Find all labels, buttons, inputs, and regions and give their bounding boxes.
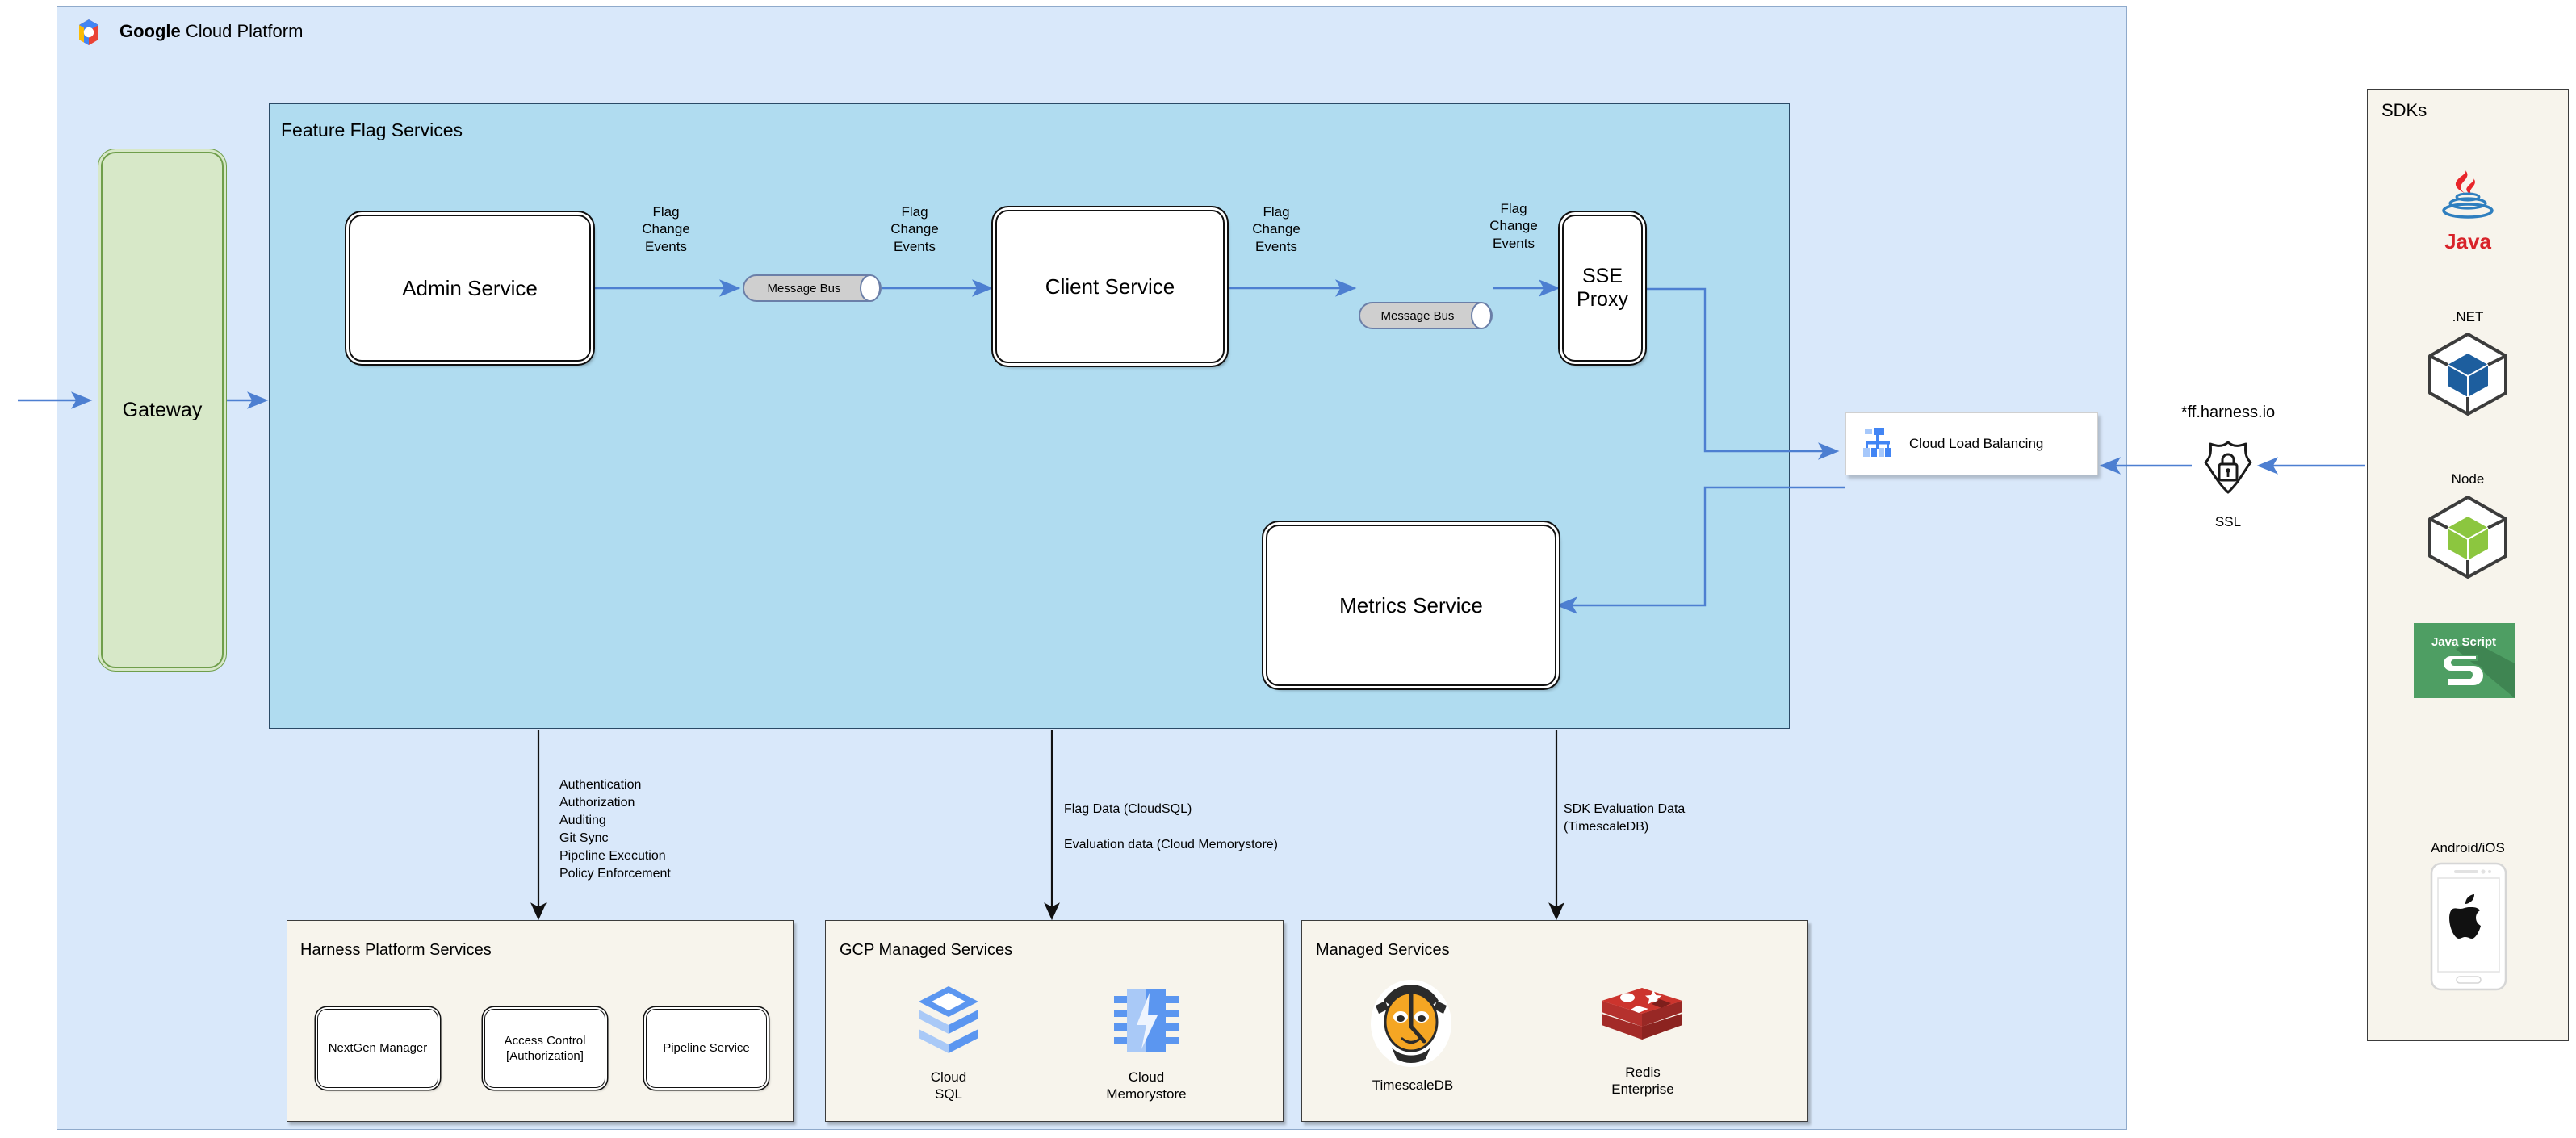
nextgen-manager-node[interactable]: NextGen Manager (317, 1009, 438, 1088)
access-control-label: Access Control [Authorization] (504, 1033, 586, 1064)
access-control-node[interactable]: Access Control [Authorization] (484, 1009, 605, 1088)
redis-enterprise-label: Redis Enterprise (1611, 1065, 1674, 1098)
feature-flag-services-panel (269, 103, 1790, 729)
pipeline-service-node[interactable]: Pipeline Service (646, 1009, 767, 1088)
metrics-service-node[interactable]: Metrics Service (1266, 525, 1556, 686)
edge-label-client-to-bus2: Flag Change Events (1252, 204, 1301, 254)
note-sdk-evaluation: SDK Evaluation Data (TimescaleDB) (1564, 802, 1686, 835)
sse-proxy-node[interactable]: SSE Proxy (1562, 215, 1643, 362)
cloud-sql-label: Cloud SQL (930, 1069, 967, 1102)
timescaledb-label: TimescaleDB (1372, 1077, 1454, 1093)
sdk-dotnet-label: .NET (2452, 309, 2484, 324)
message-bus-1-label: Message Bus (767, 281, 841, 295)
gateway-label: Gateway (122, 398, 203, 421)
cloud-memorystore-icon (1109, 983, 1183, 1062)
google-cloud-logo-icon (73, 18, 105, 47)
java-logo-icon (2415, 165, 2520, 238)
ssl-domain-label: *ff.harness.io (2180, 404, 2276, 421)
admin-service-label: Admin Service (402, 275, 538, 300)
gcp-managed-services-title: GCP Managed Services (840, 941, 1013, 959)
harness-platform-services-title: Harness Platform Services (300, 941, 492, 959)
sdks-panel-title: SDKs (2381, 100, 2427, 120)
note-flag-data: Flag Data (CloudSQL) Evaluation data (Cl… (1064, 802, 1279, 852)
sse-proxy-label: SSE Proxy (1577, 264, 1628, 312)
svg-text:Java Script: Java Script (2431, 635, 2496, 649)
cloud-memorystore-label: Cloud Memorystore (1106, 1069, 1187, 1102)
nextgen-manager-label: NextGen Manager (328, 1041, 428, 1056)
note-harness-platform: Authentication Authorization Auditing Gi… (559, 778, 671, 881)
sdk-java-label: Java (2444, 229, 2491, 253)
client-service-label: Client Service (1045, 274, 1175, 299)
ssl-caption: SSL (2214, 514, 2242, 529)
managed-services-title: Managed Services (1316, 941, 1450, 959)
timescaledb-tiger-logo-icon (1364, 977, 1458, 1070)
sdk-mobile-label: Android/iOS (2431, 840, 2505, 856)
message-bus-2-label: Message Bus (1380, 308, 1455, 323)
gcp-title-rest: Cloud Platform (180, 21, 304, 41)
javascript-logo-icon: Java Script (2414, 623, 2515, 698)
group-gcp-managed-services (825, 920, 1284, 1122)
edge-label-bus1-to-client: Flag Change Events (890, 204, 939, 254)
gcp-panel-title: Google Cloud Platform (119, 21, 303, 42)
node-cube-icon (2422, 492, 2514, 581)
redis-logo-icon (1598, 983, 1686, 1057)
feature-flag-services-title: Feature Flag Services (281, 119, 463, 140)
ssl-shield-lock-icon (2202, 440, 2254, 495)
metrics-service-label: Metrics Service (1339, 592, 1483, 617)
gateway-node[interactable]: Gateway (101, 152, 224, 668)
edge-label-bus2-to-sse: Flag Change Events (1489, 201, 1538, 251)
admin-service-node[interactable]: Admin Service (349, 215, 591, 362)
message-bus-1-node[interactable]: Message Bus (743, 274, 882, 302)
cloud-load-balancing-icon (1861, 427, 1893, 462)
apple-phone-icon (2430, 862, 2507, 991)
sdk-node-label: Node (2451, 471, 2485, 487)
pipeline-service-label: Pipeline Service (663, 1041, 750, 1056)
cloud-load-balancing-card[interactable]: Cloud Load Balancing (1845, 412, 2098, 475)
gcp-title-bold: Google (119, 21, 181, 41)
message-bus-2-node[interactable]: Message Bus (1359, 302, 1493, 329)
cloud-load-balancing-label: Cloud Load Balancing (1909, 436, 2044, 451)
dotnet-cube-icon (2422, 329, 2514, 418)
cloud-sql-icon (914, 983, 983, 1062)
edge-label-admin-to-bus1: Flag Change Events (642, 204, 690, 254)
client-service-node[interactable]: Client Service (995, 210, 1225, 363)
